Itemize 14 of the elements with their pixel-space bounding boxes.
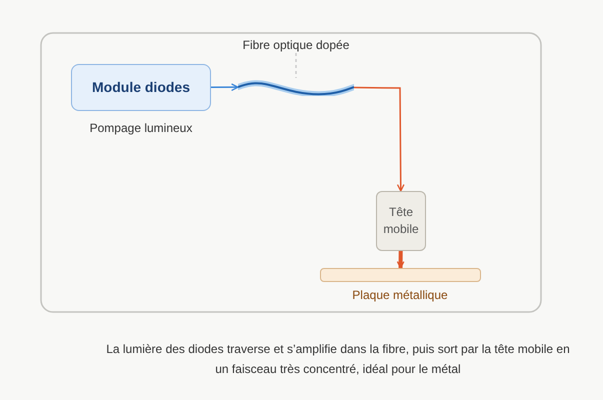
arrow (211, 83, 239, 92)
node-caption: Plaque métallique (351, 288, 449, 302)
process-box (376, 191, 426, 251)
process-box (71, 64, 211, 111)
fiber-label: Fibre optique dopée (232, 36, 360, 53)
arrow (354, 86, 405, 192)
arrow (396, 250, 404, 269)
node-label: Tête mobile (382, 204, 420, 238)
metal-plate-bar (320, 268, 481, 282)
node-caption: Pompage lumineux (88, 121, 194, 135)
optical-fiber-drawing (238, 78, 354, 96)
leader-line (295, 53, 297, 78)
caption: La lumière des diodes traverse et s’amplifie dans la fibre, puis sort par la tête mobile en un faisceau très concentré, idéal pour le métal (105, 341, 571, 378)
node-label: Module diodes (91, 78, 191, 98)
